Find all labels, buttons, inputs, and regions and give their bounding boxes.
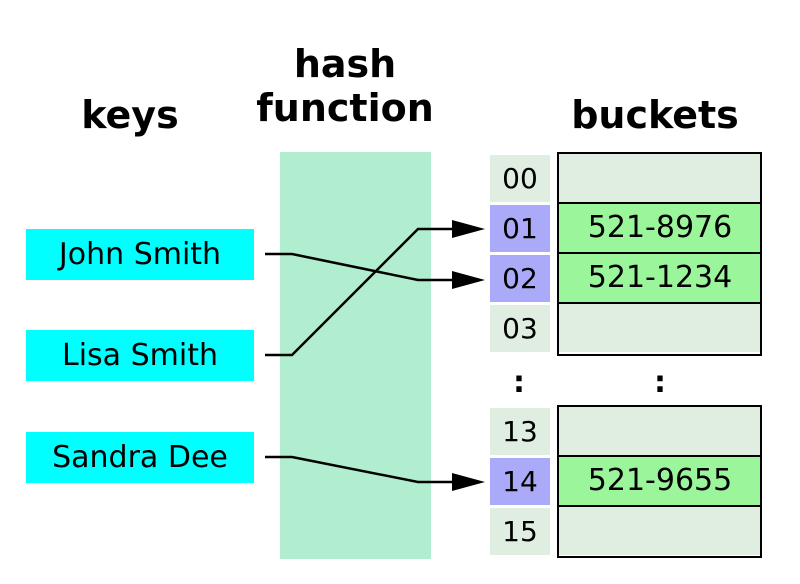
bucket-divider	[557, 505, 762, 507]
bucket-cell: 521-1234	[558, 254, 762, 302]
index-cell: 15	[490, 508, 550, 555]
arrow-john-smith-to-02	[265, 252, 452, 282]
arrowhead-icon	[452, 220, 485, 238]
bucket-group-lower	[557, 405, 762, 558]
index-cell: 14	[490, 458, 550, 505]
index-cell: 00	[490, 155, 550, 202]
bucket-divider	[557, 202, 762, 204]
keys-header: keys	[81, 93, 179, 137]
index-cell: 02	[490, 255, 550, 302]
key-sandra-dee: Sandra Dee	[26, 432, 254, 483]
arrow-lisa-smith-to-01	[265, 227, 452, 357]
bucket-cell	[558, 407, 762, 455]
hash-function-header: hash function	[235, 42, 455, 130]
index-cell: 01	[490, 205, 550, 252]
index-ellipsis: :	[513, 365, 525, 400]
arrowhead-icon	[452, 473, 485, 491]
bucket-cell: 521-8976	[558, 204, 762, 252]
bucket-cell: 521-9655	[558, 457, 762, 505]
arrow-sandra-dee-to-14	[265, 455, 452, 484]
bucket-group-upper	[557, 152, 762, 356]
index-cell: 13	[490, 408, 550, 455]
bucket-cell	[558, 507, 762, 555]
buckets-header: buckets	[571, 93, 739, 137]
bucket-divider	[557, 252, 762, 254]
bucket-divider	[557, 455, 762, 457]
bucket-ellipsis: :	[654, 365, 666, 400]
index-cell: 03	[490, 305, 550, 352]
hash-function-box	[280, 152, 431, 559]
bucket-cell	[558, 154, 762, 202]
key-lisa-smith: Lisa Smith	[26, 330, 254, 381]
key-john-smith: John Smith	[26, 229, 254, 280]
arrowhead-icon	[452, 271, 485, 289]
bucket-cell	[558, 304, 762, 352]
hash-function-header-line2: function	[256, 86, 434, 130]
hash-function-header-line1: hash	[293, 42, 397, 86]
bucket-divider	[557, 302, 762, 304]
